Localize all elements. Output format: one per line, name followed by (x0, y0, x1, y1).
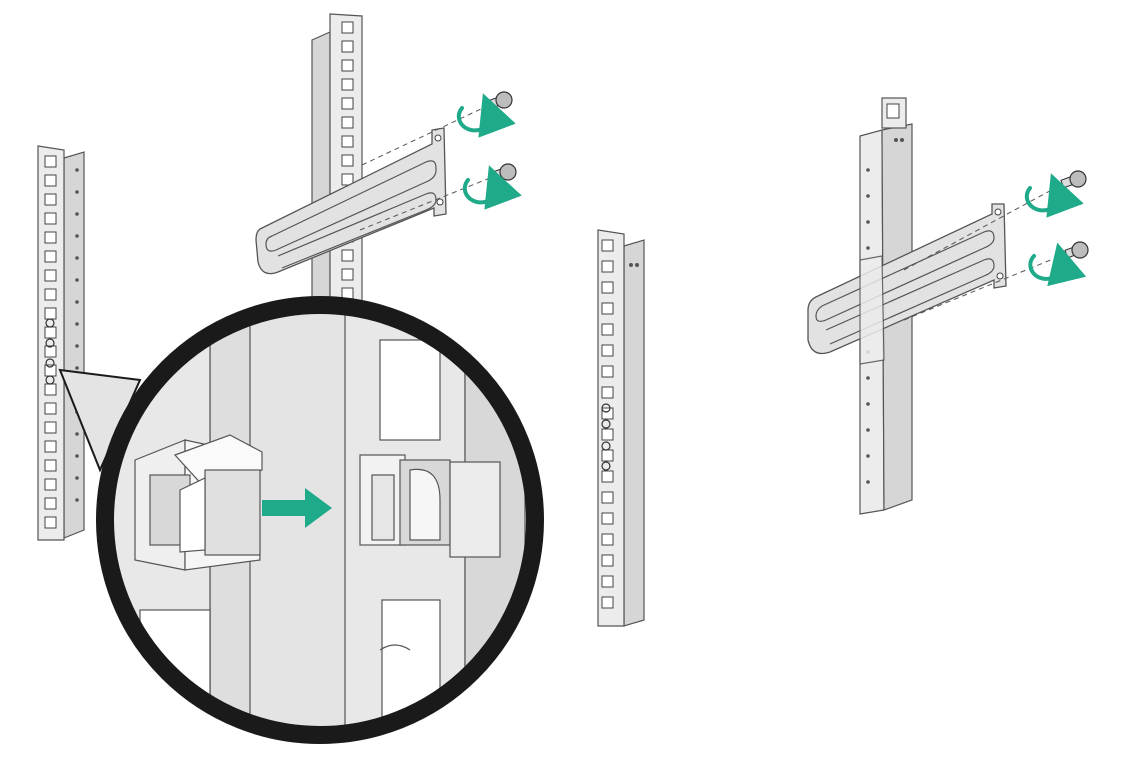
middle-rack-post (597, 229, 645, 627)
square-hole (341, 154, 354, 167)
square-hole (341, 78, 354, 91)
zoom-callout (58, 296, 544, 744)
push-right-arrow-icon (262, 488, 332, 528)
rear-mounting-bracket (807, 203, 1007, 365)
square-hole (44, 193, 57, 206)
square-hole (341, 40, 354, 53)
square-hole (44, 478, 57, 491)
square-hole (601, 449, 614, 462)
cage-nut-seated (359, 454, 501, 558)
square-hole (44, 383, 57, 396)
square-hole (601, 344, 614, 357)
square-hole (44, 326, 57, 339)
left-post-square-holes (44, 155, 57, 529)
right-lower-rotation-arrow-icon (1028, 242, 1087, 287)
square-hole (601, 512, 614, 525)
side-hole (75, 322, 79, 326)
side-hole (75, 212, 79, 216)
square-hole (44, 345, 57, 358)
square-hole (341, 97, 354, 110)
square-hole (341, 268, 354, 281)
side-hole (866, 194, 870, 198)
side-hole (866, 480, 870, 484)
side-hole (866, 220, 870, 224)
square-hole (341, 135, 354, 148)
square-hole (601, 533, 614, 546)
square-hole (44, 250, 57, 263)
square-hole (601, 575, 614, 588)
square-hole (44, 440, 57, 453)
side-hole (75, 476, 79, 480)
center-screw-dash-lines (359, 99, 506, 231)
square-hole (601, 260, 614, 273)
square-hole (341, 21, 354, 34)
side-hole (75, 234, 79, 238)
side-hole (866, 454, 870, 458)
square-hole (601, 554, 614, 567)
square-hole (44, 516, 57, 529)
middle-post-cage-nuts (601, 403, 611, 471)
square-hole (601, 407, 614, 420)
cage-nut-inserting (134, 434, 263, 571)
side-hole (75, 366, 79, 370)
side-hole (75, 454, 79, 458)
side-hole (75, 168, 79, 172)
right-lower-screw-icon (1064, 241, 1089, 259)
square-hole (601, 365, 614, 378)
square-hole (44, 155, 57, 168)
square-hole (44, 402, 57, 415)
side-hole (75, 300, 79, 304)
square-hole (44, 421, 57, 434)
side-hole (75, 190, 79, 194)
square-hole (44, 212, 57, 225)
square-hole (601, 386, 614, 399)
square-hole (44, 459, 57, 472)
side-hole (75, 344, 79, 348)
square-hole (601, 302, 614, 315)
left-post-cage-nuts (45, 318, 55, 385)
side-hole (75, 432, 79, 436)
side-hole (866, 428, 870, 432)
side-hole (75, 498, 79, 502)
front-mounting-bracket (255, 127, 447, 275)
square-hole (341, 116, 354, 129)
side-hole (866, 402, 870, 406)
square-hole (601, 281, 614, 294)
side-hole (75, 278, 79, 282)
square-hole (341, 173, 354, 186)
right-screw-dash-lines (903, 179, 1076, 321)
square-hole (44, 307, 57, 320)
square-hole (341, 59, 354, 72)
square-hole (44, 288, 57, 301)
square-hole (601, 491, 614, 504)
side-hole (866, 168, 870, 172)
left-rack-post (37, 145, 85, 541)
square-hole (601, 239, 614, 252)
square-hole (601, 428, 614, 441)
square-hole (601, 470, 614, 483)
right-upper-screw-icon (1060, 170, 1087, 189)
center-upper-screw-icon (486, 91, 513, 110)
square-hole (44, 497, 57, 510)
right-upper-rotation-arrow-icon (1024, 173, 1084, 218)
middle-post-square-holes (601, 239, 614, 609)
side-hole (866, 376, 870, 380)
side-hole (75, 256, 79, 260)
center-lower-screw-icon (491, 163, 517, 181)
side-hole (866, 246, 870, 250)
square-hole (601, 323, 614, 336)
square-hole (601, 596, 614, 609)
center-upper-rotation-arrow-icon (456, 93, 516, 138)
center-lower-rotation-arrow-icon (462, 165, 522, 210)
square-hole (44, 231, 57, 244)
center-rack-post (311, 13, 363, 332)
square-hole (341, 249, 354, 262)
square-hole (44, 174, 57, 187)
square-hole (44, 269, 57, 282)
